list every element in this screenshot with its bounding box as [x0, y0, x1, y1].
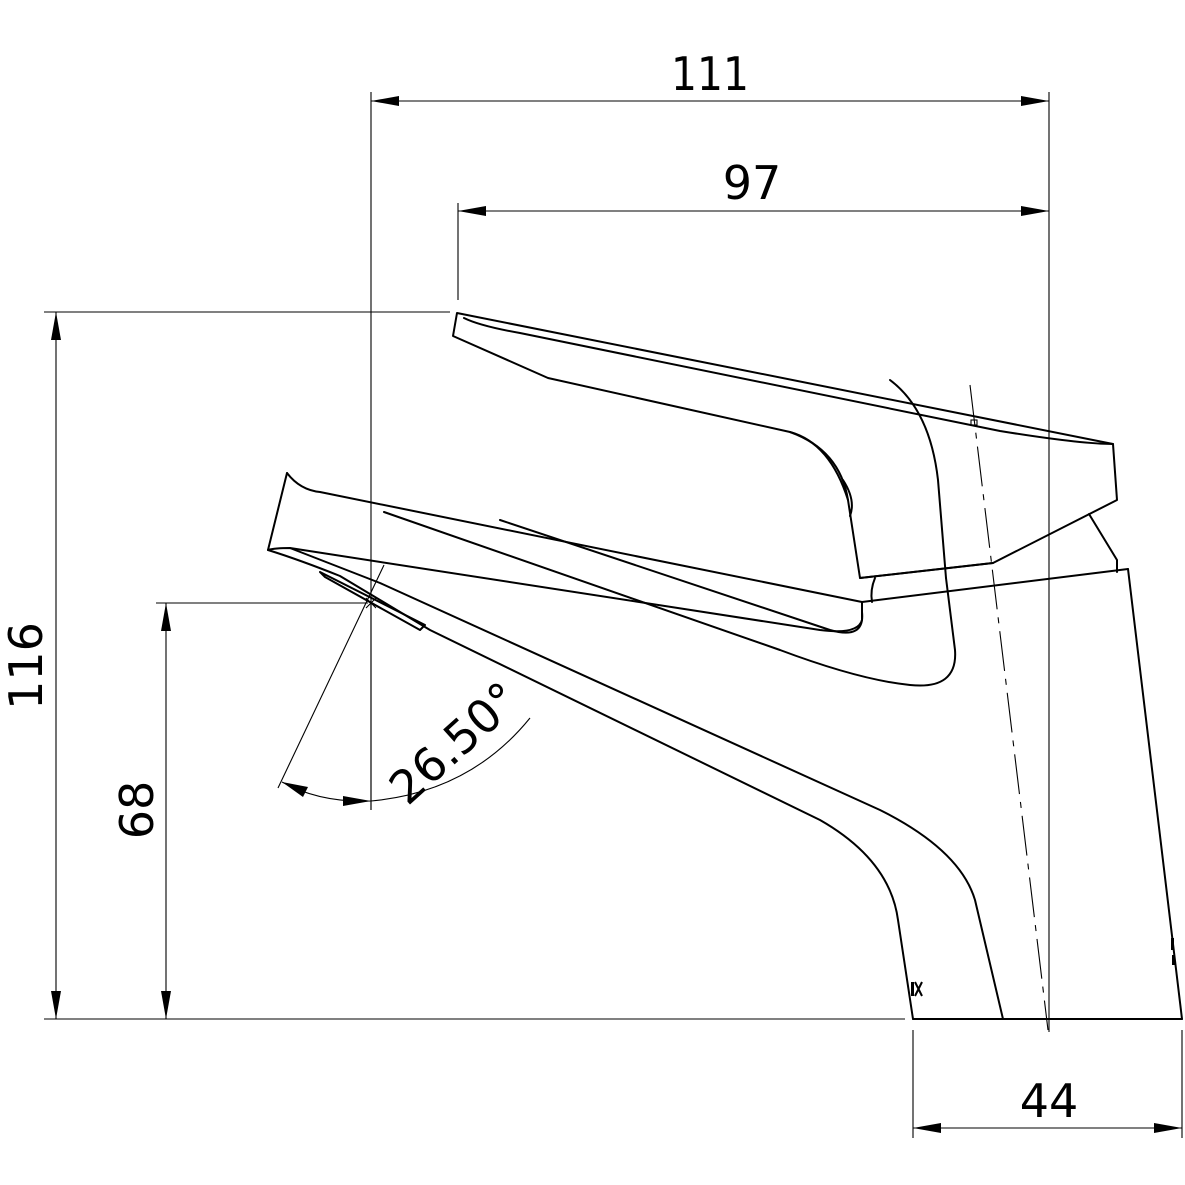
- label-spout-height: 68: [110, 781, 164, 840]
- label-overall-depth: 111: [671, 47, 749, 101]
- label-lever-reach: 97: [723, 156, 782, 210]
- dimension-overall-height: [51, 312, 61, 1019]
- dimension-overall-depth: [371, 96, 1049, 106]
- dimension-base-width: [913, 1123, 1182, 1133]
- dimension-spout-height: [161, 603, 171, 1019]
- dimension-lever-reach: [458, 206, 1049, 216]
- spout-body: [267, 472, 1183, 1020]
- label-overall-height: 116: [0, 622, 53, 710]
- collar: [859, 562, 1129, 603]
- dimension-spout-angle: [277, 564, 531, 810]
- cartridge-centerline: [969, 384, 1049, 1031]
- extension-lines: [44, 92, 1183, 1138]
- label-base-width: 44: [1020, 1074, 1079, 1128]
